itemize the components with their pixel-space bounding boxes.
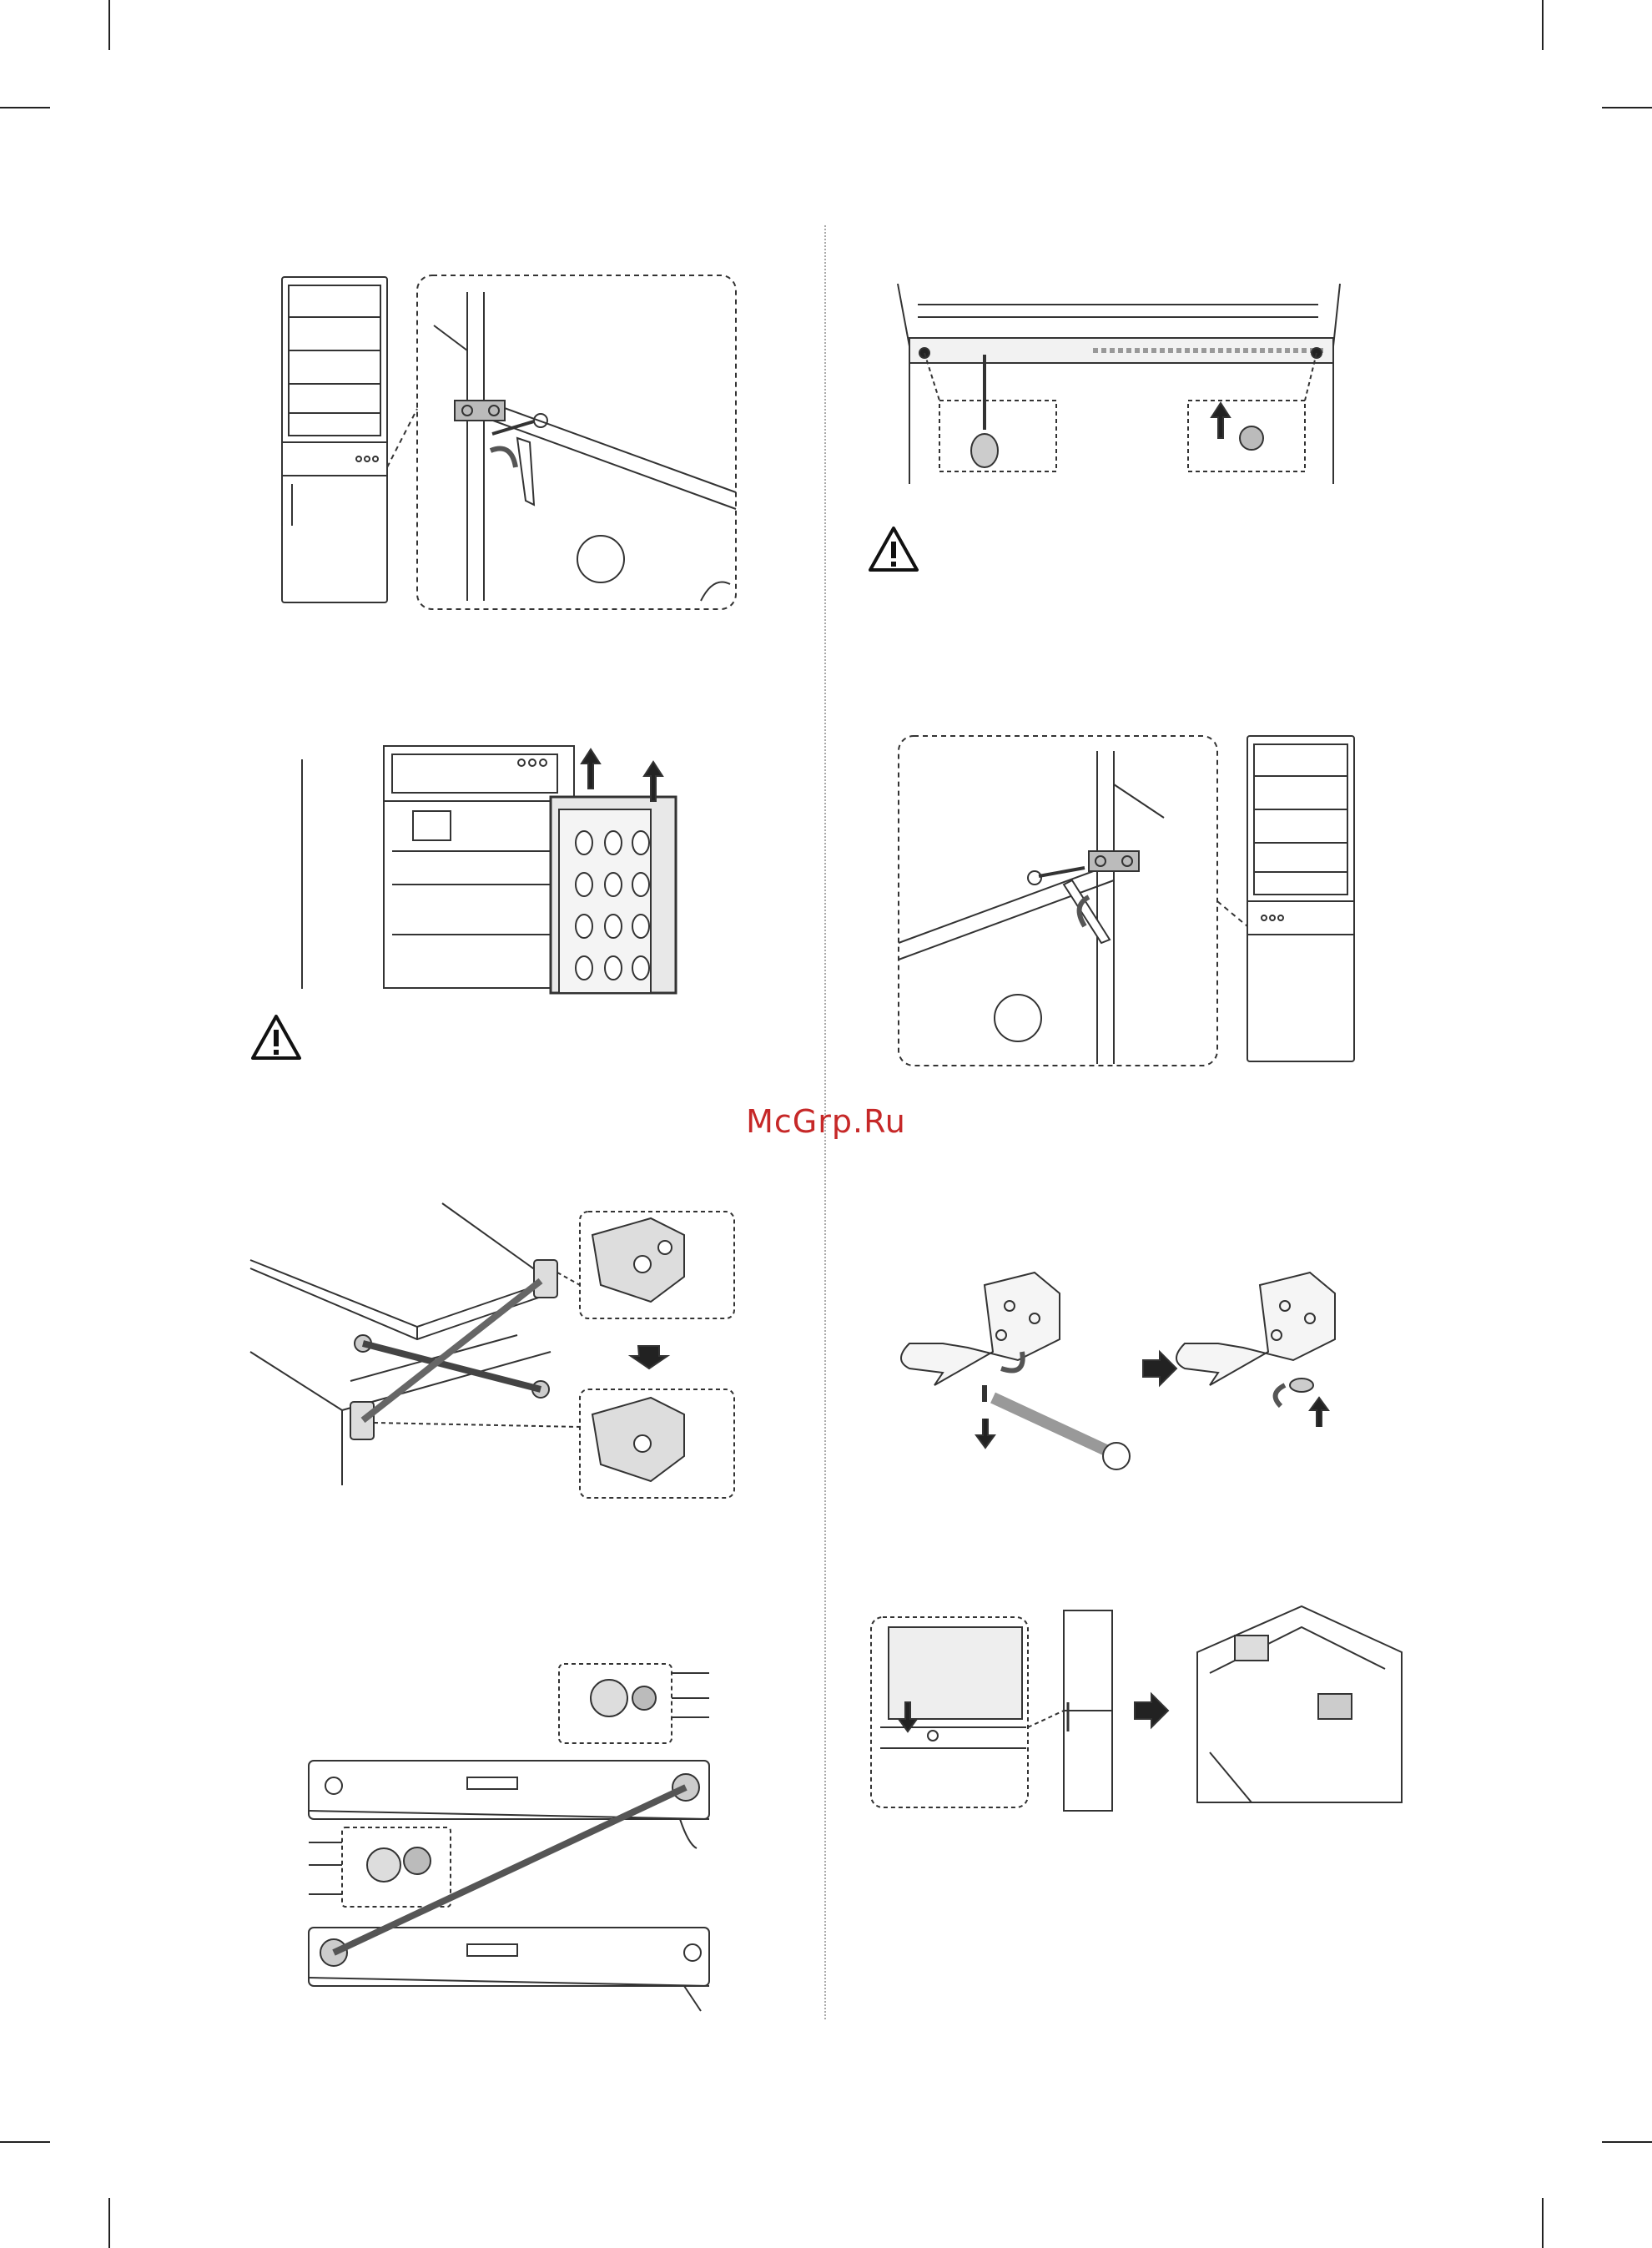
crop-mark [0,107,50,108]
fig-top-cover-screws [893,280,1352,488]
fig-final-assembly [868,1602,1410,1819]
crop-mark [108,2198,110,2248]
fig-hinge-top-allen-left [275,267,743,609]
crop-mark [1602,2141,1652,2143]
crop-mark [108,0,110,50]
watermark-text: McGrp.Ru [0,1103,1652,1140]
crop-mark [0,2141,50,2143]
fig-door-bottom-parts [300,1661,718,2019]
fig-door-lift [300,743,709,993]
crop-mark [1542,2198,1544,2248]
fig-hinge-pin-wrench [893,1268,1410,1477]
warning-icon-left [250,1014,302,1061]
crop-mark [1542,0,1544,50]
warning-icon-right [868,526,919,572]
crop-mark [1602,107,1652,108]
fig-hinge-top-allen-right [897,734,1356,1068]
fig-hinge-swap [250,1202,734,1502]
